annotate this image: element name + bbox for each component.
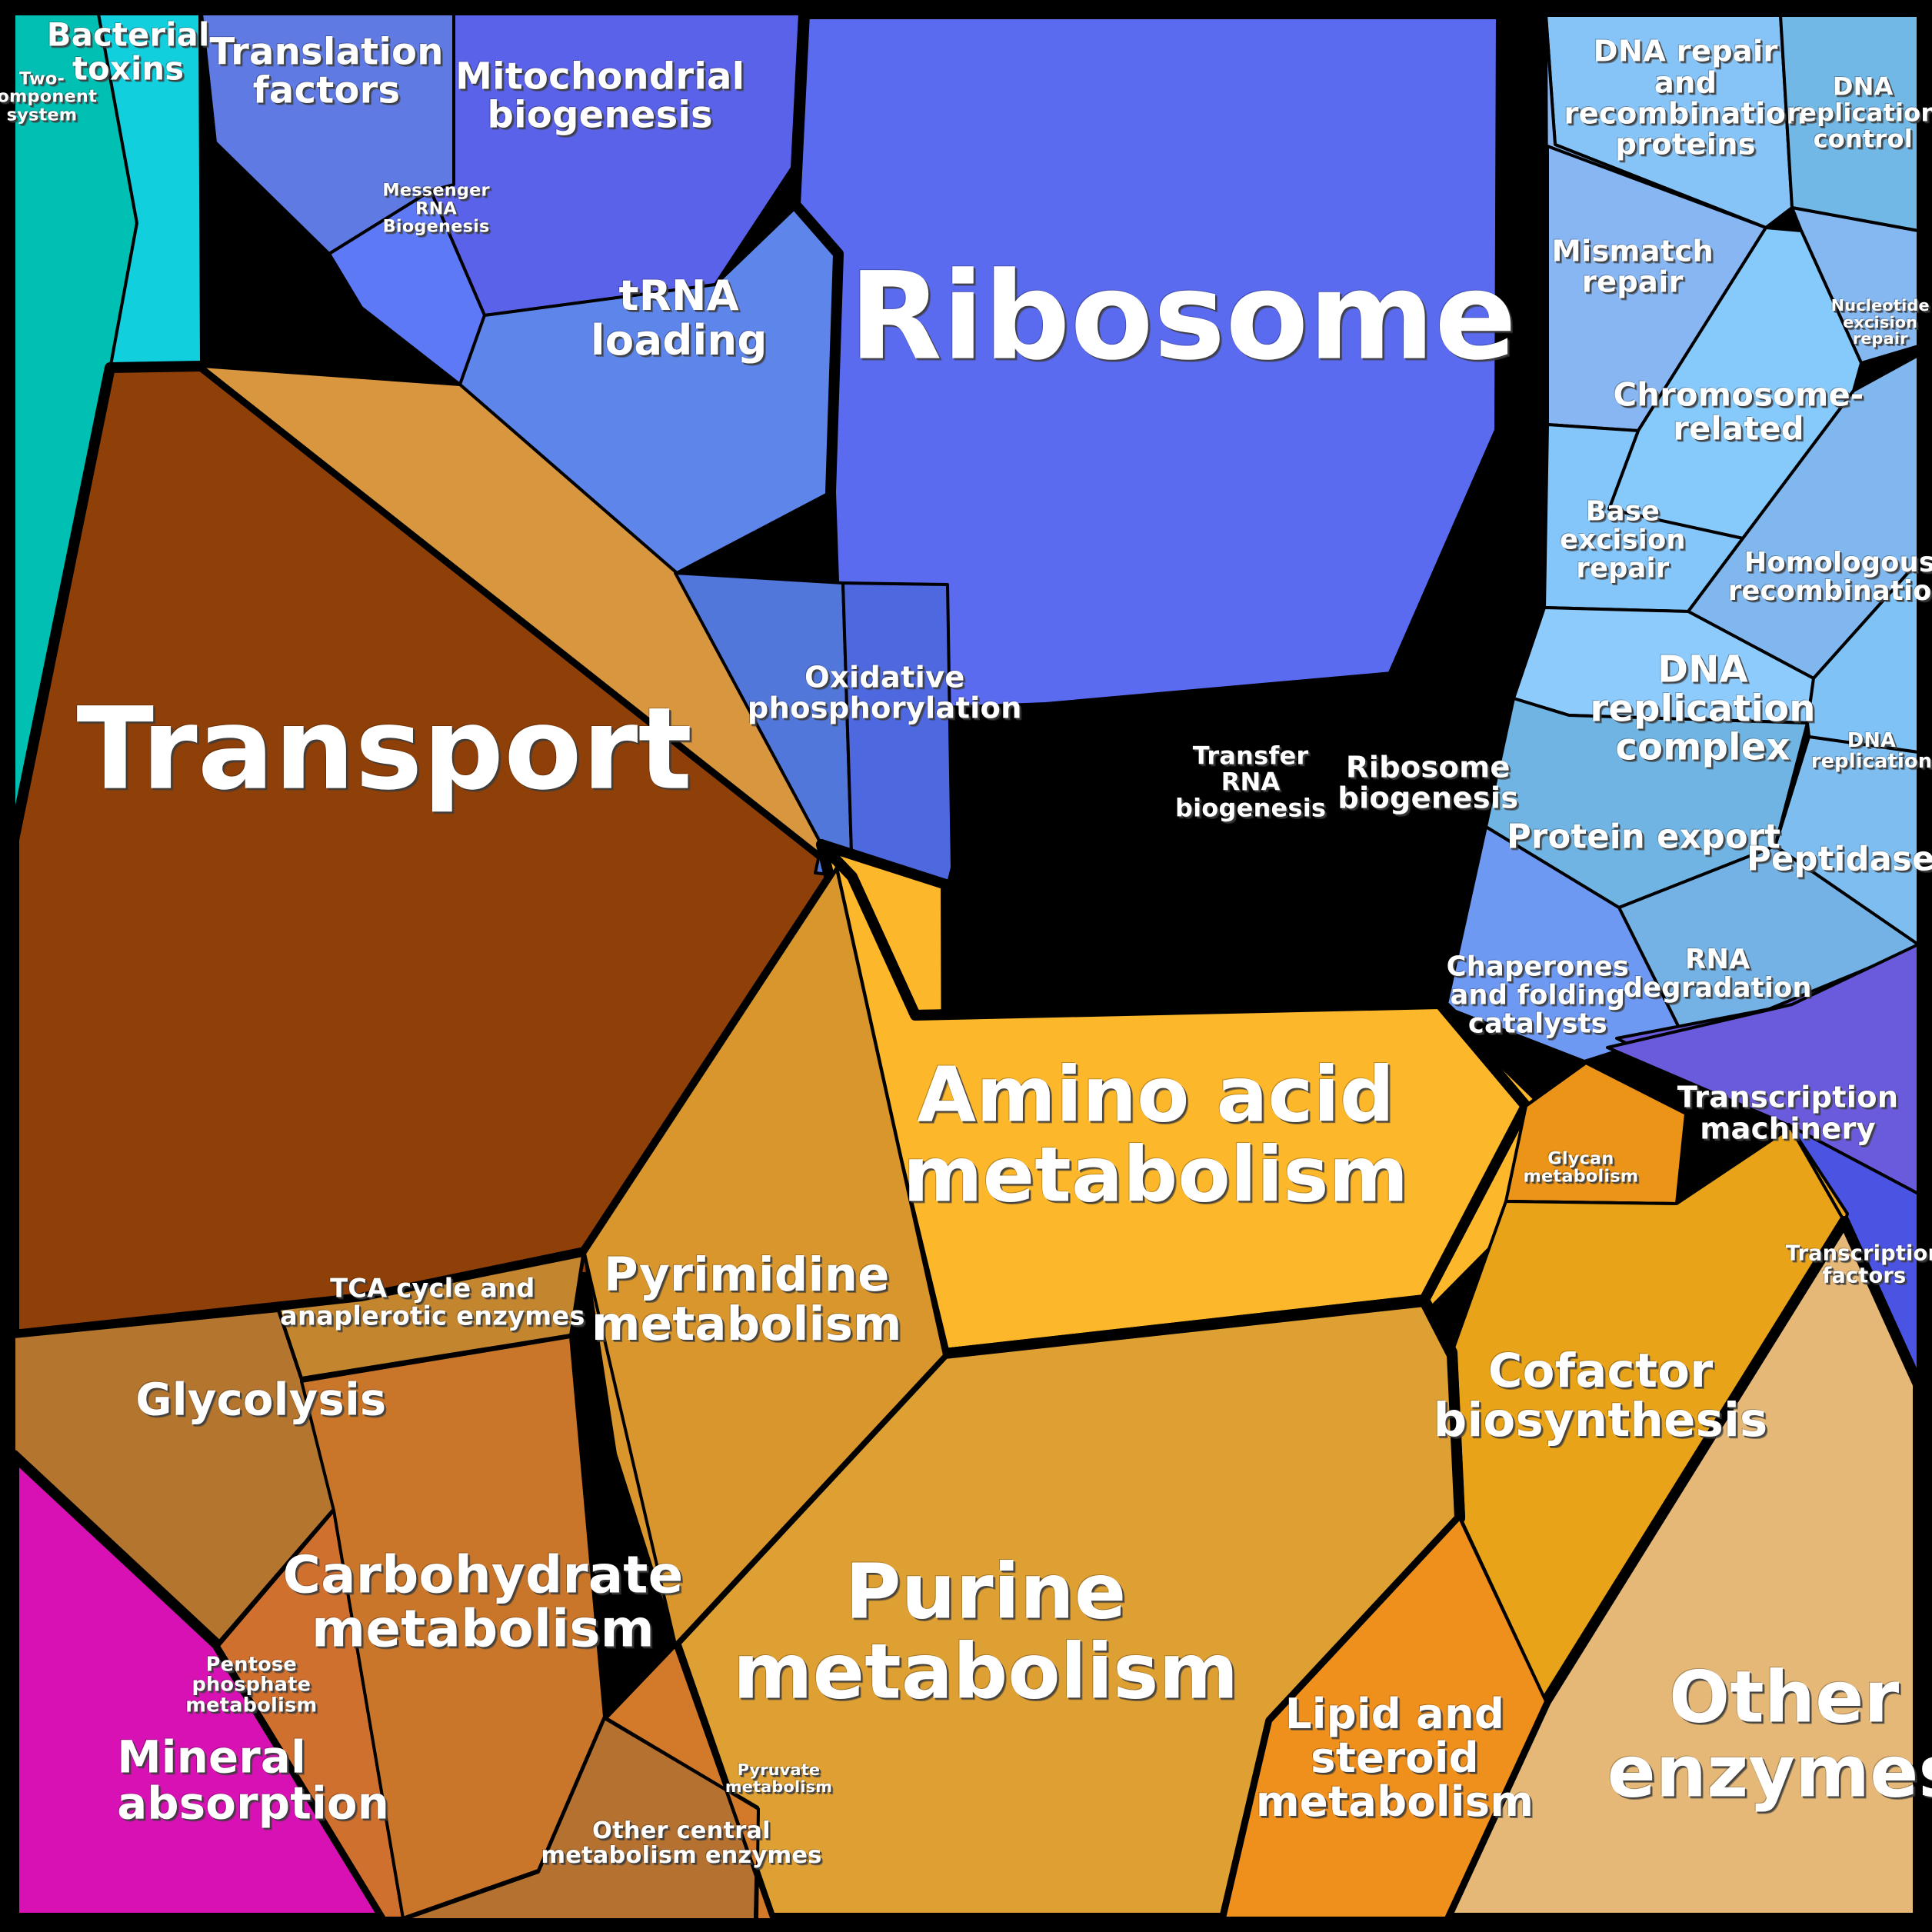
cell-dna-replication-control[interactable] [1779, 14, 1920, 232]
cell-pyrimidine-metabolism-fill[interactable] [583, 868, 946, 1646]
cell-nucleotide-excision-repair[interactable] [1790, 206, 1920, 365]
cell-glycan-metabolism-fill[interactable] [1504, 1061, 1687, 1205]
